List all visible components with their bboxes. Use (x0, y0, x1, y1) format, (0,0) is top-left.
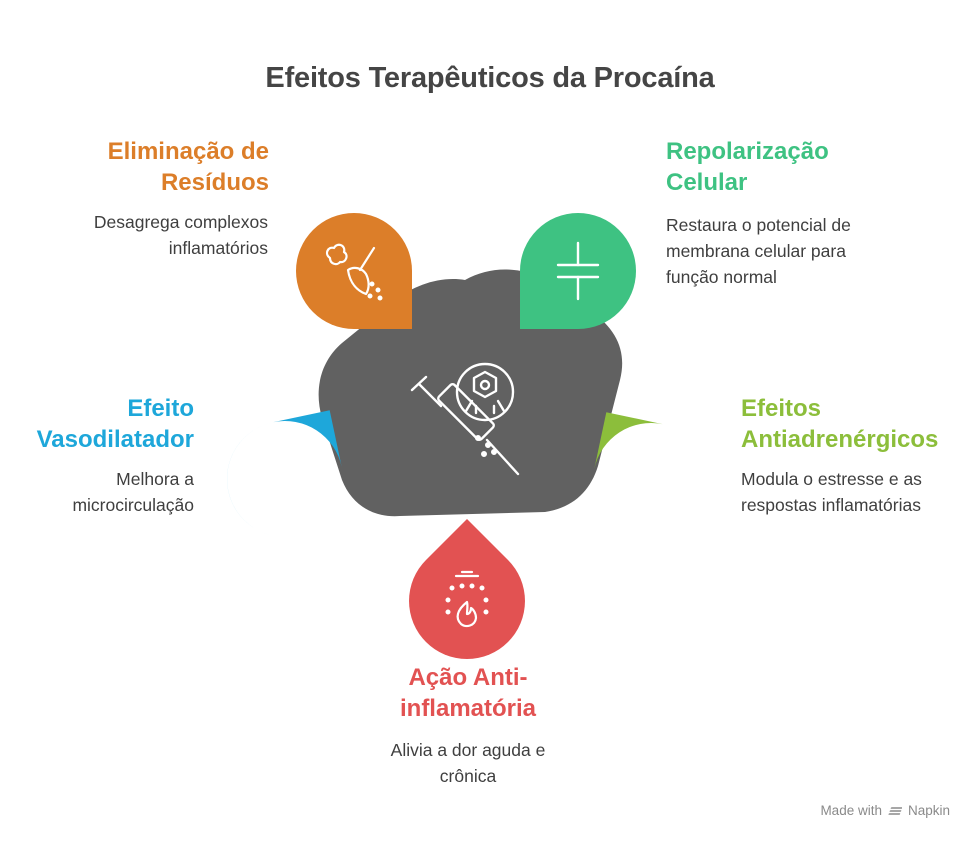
residuos-heading: Eliminação de Resíduos (108, 136, 269, 198)
center-pentagon (318, 269, 623, 517)
antiinflamatoria-description: Alivia a dor aguda e crônica (318, 737, 618, 789)
residuos-heading-line-1: Eliminação de (107, 138, 269, 165)
repolarizacao-heading-line-1: Repolarização (666, 138, 829, 165)
broom-icon (325, 243, 383, 301)
capacitor-icon (556, 241, 600, 301)
vasodilatador-drop (227, 410, 342, 537)
antiinflamatoria-drop (409, 519, 525, 659)
vasodilatador-heading: Efeito Vasodilatador (37, 393, 194, 455)
antiinflamatoria-desc-line-2: crônica (439, 766, 497, 786)
residuos-drop (296, 213, 412, 329)
antiinflamatoria-heading-line-1: Ação Anti- (408, 664, 528, 691)
vasodilatador-heading-line-2: Vasodilatador (36, 426, 194, 453)
antiinflamatoria-heading-line-2: inflamatória (399, 695, 537, 722)
vasodilatador-description: Melhora a microcirculação (72, 466, 194, 518)
vasodilatador-heading-line-1: Efeito (127, 395, 194, 422)
made-with-napkin: Made with Napkin (820, 803, 950, 818)
repolarizacao-heading-line-2: Celular (666, 169, 748, 196)
repolarizacao-drop (520, 213, 636, 329)
repolarizacao-heading: Repolarização Celular (666, 136, 829, 198)
antiadrenergicos-desc-line-2: respostas inflamatórias (741, 495, 921, 515)
repolarizacao-desc-line-3: função normal (666, 267, 777, 287)
residuos-description: Desagrega complexos inflamatórios (94, 209, 268, 261)
residuos-heading-line-2: Resíduos (160, 169, 269, 196)
antiadrenergicos-heading-line-1: Efeitos (741, 395, 822, 422)
repolarizacao-desc-line-1: Restaura o potencial de (666, 215, 851, 235)
vasodilatador-desc-line-1: Melhora a (116, 469, 194, 489)
repolarizacao-desc-line-2: membrana celular para (666, 241, 846, 261)
antiadrenergicos-drop (594, 412, 709, 539)
napkin-logo-icon (888, 806, 902, 815)
stressed-person-icon (620, 452, 680, 508)
antiadrenergicos-heading: Efeitos Antiadrenérgicos (741, 393, 938, 455)
fire-extinguish-icon (445, 570, 489, 628)
antiadrenergicos-description: Modula o estresse e as respostas inflama… (741, 466, 922, 518)
expand-arrows-icon (256, 452, 316, 512)
page-title: Efeitos Terapêuticos da Procaína (265, 62, 715, 94)
antiadrenergicos-heading-line-2: Antiadrenérgicos (741, 426, 939, 453)
residuos-desc-line-2: inflamatórios (168, 238, 268, 258)
antiadrenergicos-desc-line-1: Modula o estresse e as (741, 469, 922, 489)
made-with-label: Made with (820, 803, 882, 818)
vasodilatador-desc-line-2: microcirculação (72, 495, 194, 515)
antiinflamatoria-desc-line-1: Alivia a dor aguda e (390, 740, 546, 760)
repolarizacao-description: Restaura o potencial de membrana celular… (666, 212, 851, 290)
syringe-cell-icon (410, 362, 520, 476)
residuos-desc-line-1: Desagrega complexos (93, 212, 268, 232)
napkin-brand: Napkin (907, 803, 950, 818)
antiinflamatoria-heading: Ação Anti- inflamatória (318, 662, 618, 724)
